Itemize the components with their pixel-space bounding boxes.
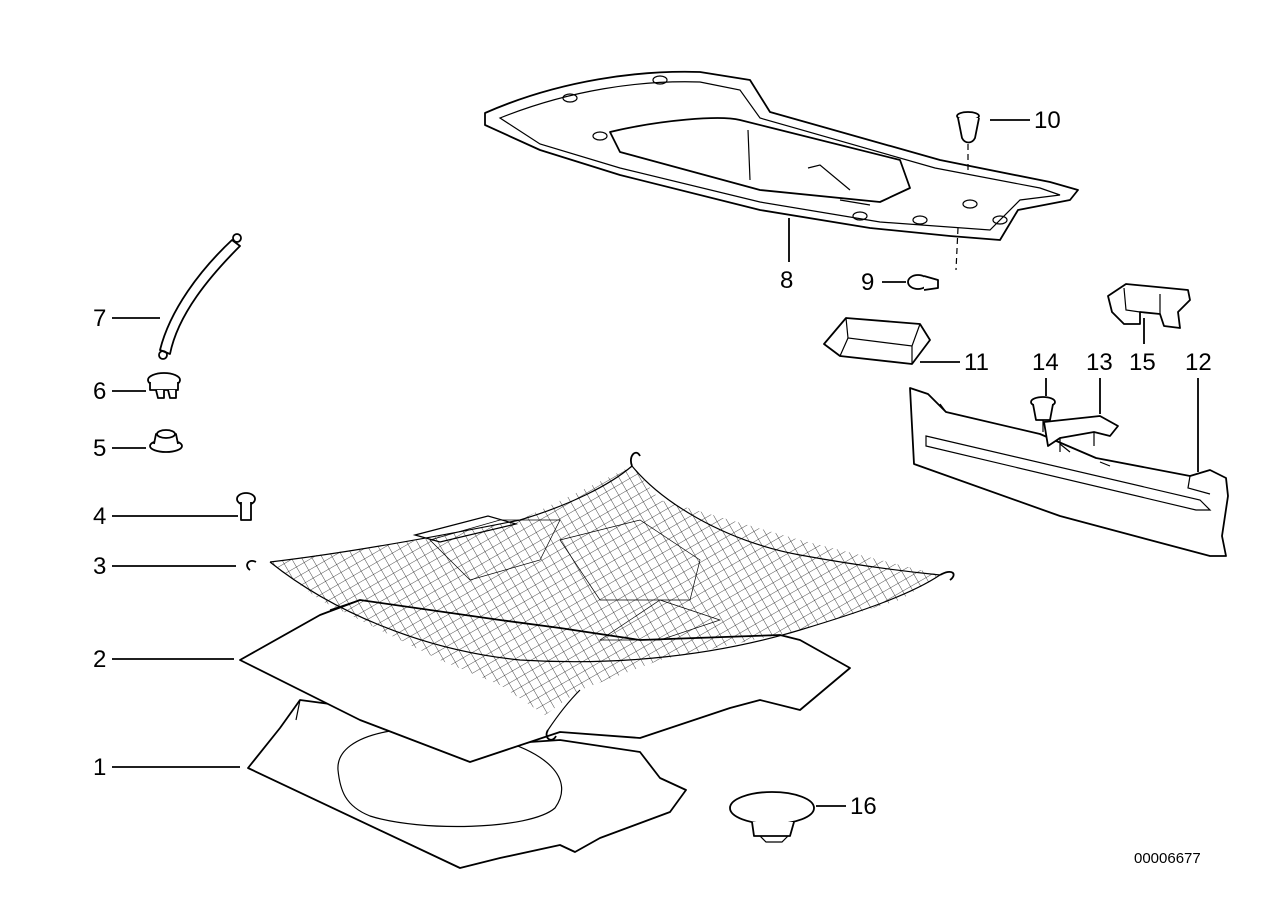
callout-14: 14	[1032, 349, 1059, 376]
part-3-luggage-net	[246, 451, 955, 741]
part-15-clamp	[1107, 283, 1191, 329]
part-13-clip	[1043, 415, 1119, 452]
callout-10: 10	[1034, 107, 1061, 134]
callout-7: 7	[93, 305, 106, 332]
part-10-clip	[955, 111, 980, 271]
callout-15: 15	[1129, 349, 1156, 376]
part-4-screw	[236, 492, 256, 521]
part-12-loading-sill-trim	[909, 387, 1229, 557]
callout-6: 6	[93, 378, 106, 405]
callout-12: 12	[1185, 349, 1212, 376]
part-5-clip-nut	[149, 429, 183, 453]
callout-8: 8	[780, 267, 793, 294]
part-11-bracket	[823, 317, 931, 365]
callout-3: 3	[93, 553, 106, 580]
leader-lines	[112, 119, 1199, 807]
part-7-elastic-strap	[158, 233, 242, 360]
callout-11: 11	[964, 349, 989, 376]
part-16-plug	[729, 791, 815, 843]
part-9-expanding-rivet	[907, 274, 939, 291]
callout-1: 1	[93, 754, 106, 781]
callout-9: 9	[861, 269, 874, 296]
part-8-trunk-lid-trim	[484, 70, 1079, 241]
callout-16: 16	[850, 793, 877, 820]
document-number: 00006677	[1134, 850, 1201, 867]
part-14-rivet	[1030, 396, 1056, 432]
callout-13: 13	[1086, 349, 1113, 376]
callout-4: 4	[93, 503, 106, 530]
callout-2: 2	[93, 646, 106, 673]
callout-5: 5	[93, 435, 106, 462]
callout-labels: 1 2 3 4 5 6 7 8 9 10 11 12 13 14 15 16 0…	[93, 107, 1212, 867]
part-6-holder	[147, 372, 181, 399]
